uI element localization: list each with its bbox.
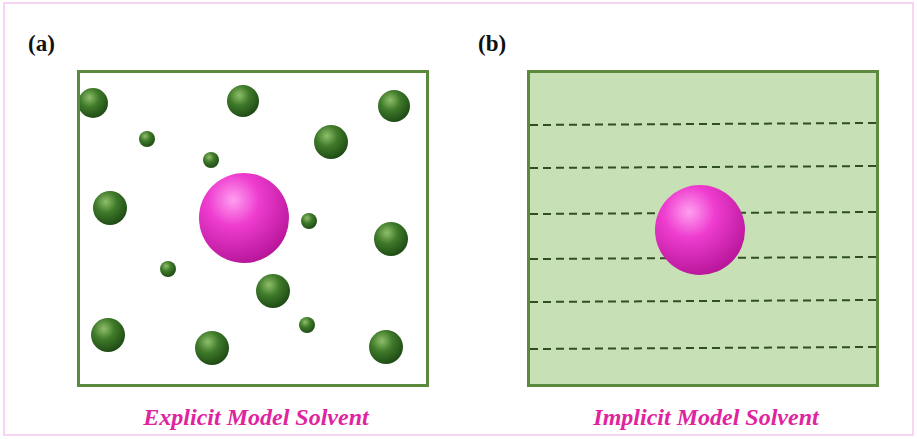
solute-sphere [199,173,289,263]
solvent-particle [378,90,410,122]
solvent-particle [314,125,348,159]
solvent-particle [93,191,127,225]
panel-box: (b)Implicit Model Solvent [527,70,879,387]
solvent-particle-small [139,131,155,147]
dashed-line [530,123,876,125]
solvent-particle [78,88,108,118]
panel-letter: (a) [28,31,55,57]
outer-frame [4,3,913,435]
continuum-medium [527,70,879,387]
panel-caption: Explicit Model Solvent [143,404,368,432]
panel-box: (a)Explicit Model Solvent [77,70,429,387]
solvent-particle-small [203,152,219,168]
solvent-particle-small [299,317,315,333]
explicit-solvent-particles [78,85,410,365]
dashed-line [530,166,876,168]
solvent-particle-small [301,213,317,229]
dashed-line [530,300,876,302]
continuum-lines [530,123,876,349]
dashed-line [530,347,876,349]
solvent-particle [256,274,290,308]
solute-sphere [655,185,745,275]
solvent-particle [195,331,229,365]
panel-caption: Implicit Model Solvent [593,404,818,432]
panel-letter: (b) [478,31,506,57]
solvent-particle [374,222,408,256]
solvent-particle [91,318,125,352]
solvent-particle [369,330,403,364]
solvent-particle-small [160,261,176,277]
solvent-particle [227,85,259,117]
